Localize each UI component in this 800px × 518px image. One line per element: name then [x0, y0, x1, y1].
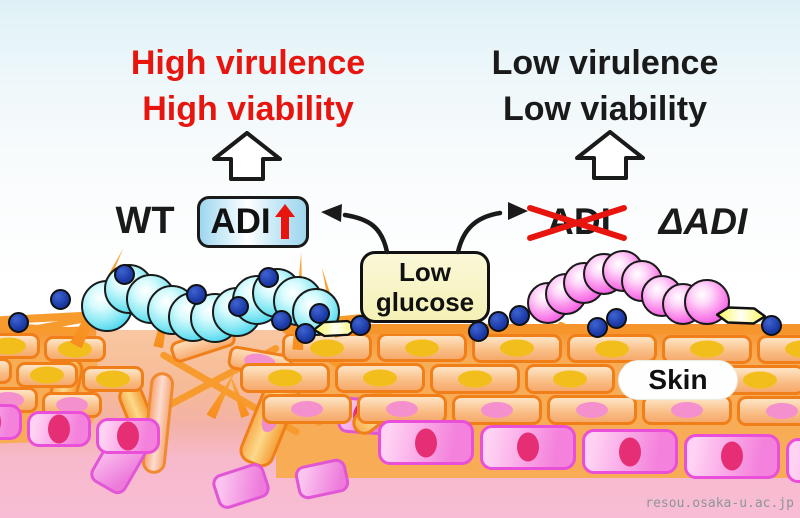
up-arrow-outline-right	[575, 130, 645, 180]
skin-label-pill: Skin	[619, 361, 737, 399]
cell-nucleus	[576, 402, 608, 419]
skin-cell	[0, 387, 38, 413]
skin-cell	[378, 420, 474, 465]
cell-nucleus	[0, 407, 1, 437]
navy-dot	[228, 296, 249, 317]
headline-high: High virulence High viability	[112, 40, 384, 132]
skin-surface-line	[282, 325, 800, 334]
navy-dot	[606, 308, 627, 329]
skin-cell	[262, 393, 352, 424]
cell-nucleus	[619, 437, 641, 467]
cell-nucleus	[500, 339, 534, 357]
navy-dot	[271, 310, 292, 331]
navy-dot	[114, 264, 135, 285]
cell-nucleus	[386, 401, 418, 418]
cell-nucleus	[363, 369, 397, 387]
watermark: resou.osaka-u.ac.jp	[645, 496, 794, 511]
cell-nucleus	[96, 370, 130, 388]
navy-dot	[488, 311, 509, 332]
navy-dot	[309, 303, 330, 324]
skin-cell	[525, 363, 615, 394]
hexagon-crystal	[715, 306, 767, 325]
adi-upregulated-box: ADI	[197, 196, 309, 248]
skin-cell	[96, 417, 160, 454]
cell-nucleus	[117, 421, 139, 451]
low-glucose-line2: glucose	[375, 287, 475, 317]
skin-cell	[472, 333, 562, 363]
navy-dot	[295, 323, 316, 344]
skin-cell	[335, 363, 425, 394]
cell-nucleus	[268, 369, 302, 387]
skin-cell	[377, 333, 467, 363]
skin-cell	[0, 404, 22, 440]
navy-dot	[50, 289, 71, 310]
low-glucose-box: Low glucose	[360, 251, 490, 323]
navy-dot	[761, 315, 782, 336]
cell-nucleus	[310, 339, 344, 356]
cell-nucleus	[458, 370, 492, 388]
skin-cell	[82, 366, 144, 393]
low-glucose-line1: Low	[399, 257, 451, 287]
cell-nucleus	[58, 340, 92, 358]
cell-nucleus	[0, 337, 26, 355]
cell-nucleus	[690, 340, 724, 358]
skin-cell	[0, 358, 12, 385]
headline-low: Low virulence Low viability	[472, 40, 738, 132]
headline-high-line2: High viability	[142, 90, 354, 128]
headline-low-line1: Low virulence	[491, 44, 719, 82]
up-arrow-outline-left	[212, 131, 282, 181]
wt-label: WT	[115, 200, 175, 242]
cell-nucleus	[743, 371, 777, 389]
skin-cell	[642, 395, 732, 426]
skin-cell	[430, 363, 520, 394]
cell-nucleus	[785, 340, 800, 358]
skin-cell	[684, 433, 780, 479]
cell-nucleus	[415, 428, 437, 457]
navy-dot	[8, 312, 29, 333]
delta-adi-label: ΔADI	[658, 201, 748, 242]
skin-cell	[547, 395, 637, 426]
skin-cell	[0, 333, 40, 359]
skin-cell	[480, 424, 576, 470]
skin-cell	[567, 334, 657, 364]
cell-nucleus	[517, 432, 539, 462]
cell-nucleus	[721, 441, 743, 471]
adi-crossed-label: ADI	[547, 201, 611, 242]
skin-label: Skin	[648, 364, 708, 395]
navy-dot	[258, 267, 279, 288]
skin-cell	[737, 395, 800, 426]
cell-nucleus	[291, 400, 323, 417]
skin-cell	[757, 334, 800, 364]
skin-cell	[240, 362, 330, 393]
headline-high-line1: High virulence	[130, 44, 366, 82]
cell-nucleus	[56, 397, 88, 414]
cell-nucleus	[595, 340, 629, 358]
skin-cell	[662, 334, 752, 364]
cell-nucleus	[481, 401, 513, 418]
navy-dot	[186, 284, 207, 305]
headline-low-line2: Low viability	[502, 90, 708, 128]
skin-cell	[786, 438, 800, 484]
navy-dot	[509, 305, 530, 326]
skin-cell	[452, 394, 542, 425]
skin-cell	[27, 410, 91, 447]
skin-cell	[16, 362, 78, 389]
cell-nucleus	[553, 370, 587, 388]
cell-nucleus	[405, 339, 439, 357]
skin-cell	[582, 429, 678, 475]
navy-dot	[468, 321, 489, 342]
navy-dot	[587, 317, 608, 338]
cell-nucleus	[766, 402, 798, 419]
adi-box-label: ADI	[210, 202, 271, 241]
red-up-arrow-icon	[274, 204, 295, 239]
cell-nucleus	[30, 366, 64, 384]
cell-nucleus	[48, 414, 70, 444]
cell-nucleus	[671, 402, 703, 419]
